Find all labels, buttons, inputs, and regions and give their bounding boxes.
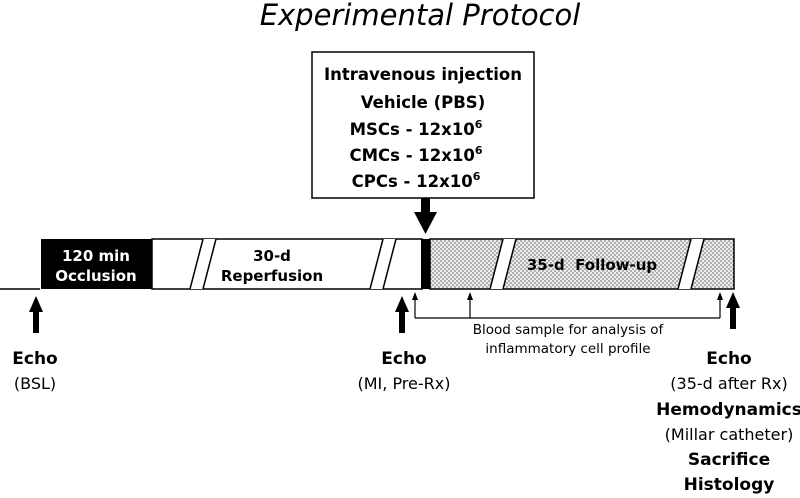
timeline-bar: 120 min Occlusion 30-d Reperfusion 35-d … xyxy=(41,238,735,290)
sacrifice-label: Sacrifice xyxy=(688,450,770,470)
group-cpcs: CPCs - 12x106 xyxy=(352,170,481,191)
timeline-break-marks xyxy=(189,238,705,290)
group-mscs: MSCs - 12x106 xyxy=(350,118,483,139)
reperfusion-label-2: Reperfusion xyxy=(221,267,323,285)
hemodynamics-sub: (Millar catheter) xyxy=(665,425,794,444)
occlusion-label-2: Occlusion xyxy=(55,267,136,285)
echo-mi-title: Echo xyxy=(381,349,426,369)
group-cmcs: CMCs - 12x106 xyxy=(349,144,482,165)
blood-sample-bracket xyxy=(412,292,723,319)
injection-heading: Intravenous injection xyxy=(324,65,522,84)
followup-label: 35-d Follow-up xyxy=(527,256,658,274)
echo-baseline-title: Echo xyxy=(12,349,57,369)
reperfusion-label-1: 30-d xyxy=(253,247,291,265)
echo-arrows xyxy=(29,292,740,333)
diagram-title: Experimental Protocol xyxy=(260,0,581,32)
echo-final-title: Echo xyxy=(706,349,751,369)
echo-mi-sub: (MI, Pre-Rx) xyxy=(358,374,451,393)
injection-box: Intravenous injection Vehicle (PBS) MSCs… xyxy=(311,51,535,199)
blood-note-line2: inflammatory cell profile xyxy=(485,341,650,357)
echo-final-sub: (35-d after Rx) xyxy=(670,374,787,393)
occlusion-segment xyxy=(41,239,152,289)
injection-arrow xyxy=(414,198,437,234)
histology-label: Histology xyxy=(684,475,775,495)
hemodynamics-title: Hemodynamics xyxy=(656,400,800,420)
injection-marker xyxy=(421,239,430,289)
occlusion-label-1: 120 min xyxy=(62,247,130,265)
blood-note-line1: Blood sample for analysis of xyxy=(473,322,665,338)
group-vehicle: Vehicle (PBS) xyxy=(361,93,485,112)
echo-baseline-sub: (BSL) xyxy=(14,374,56,393)
